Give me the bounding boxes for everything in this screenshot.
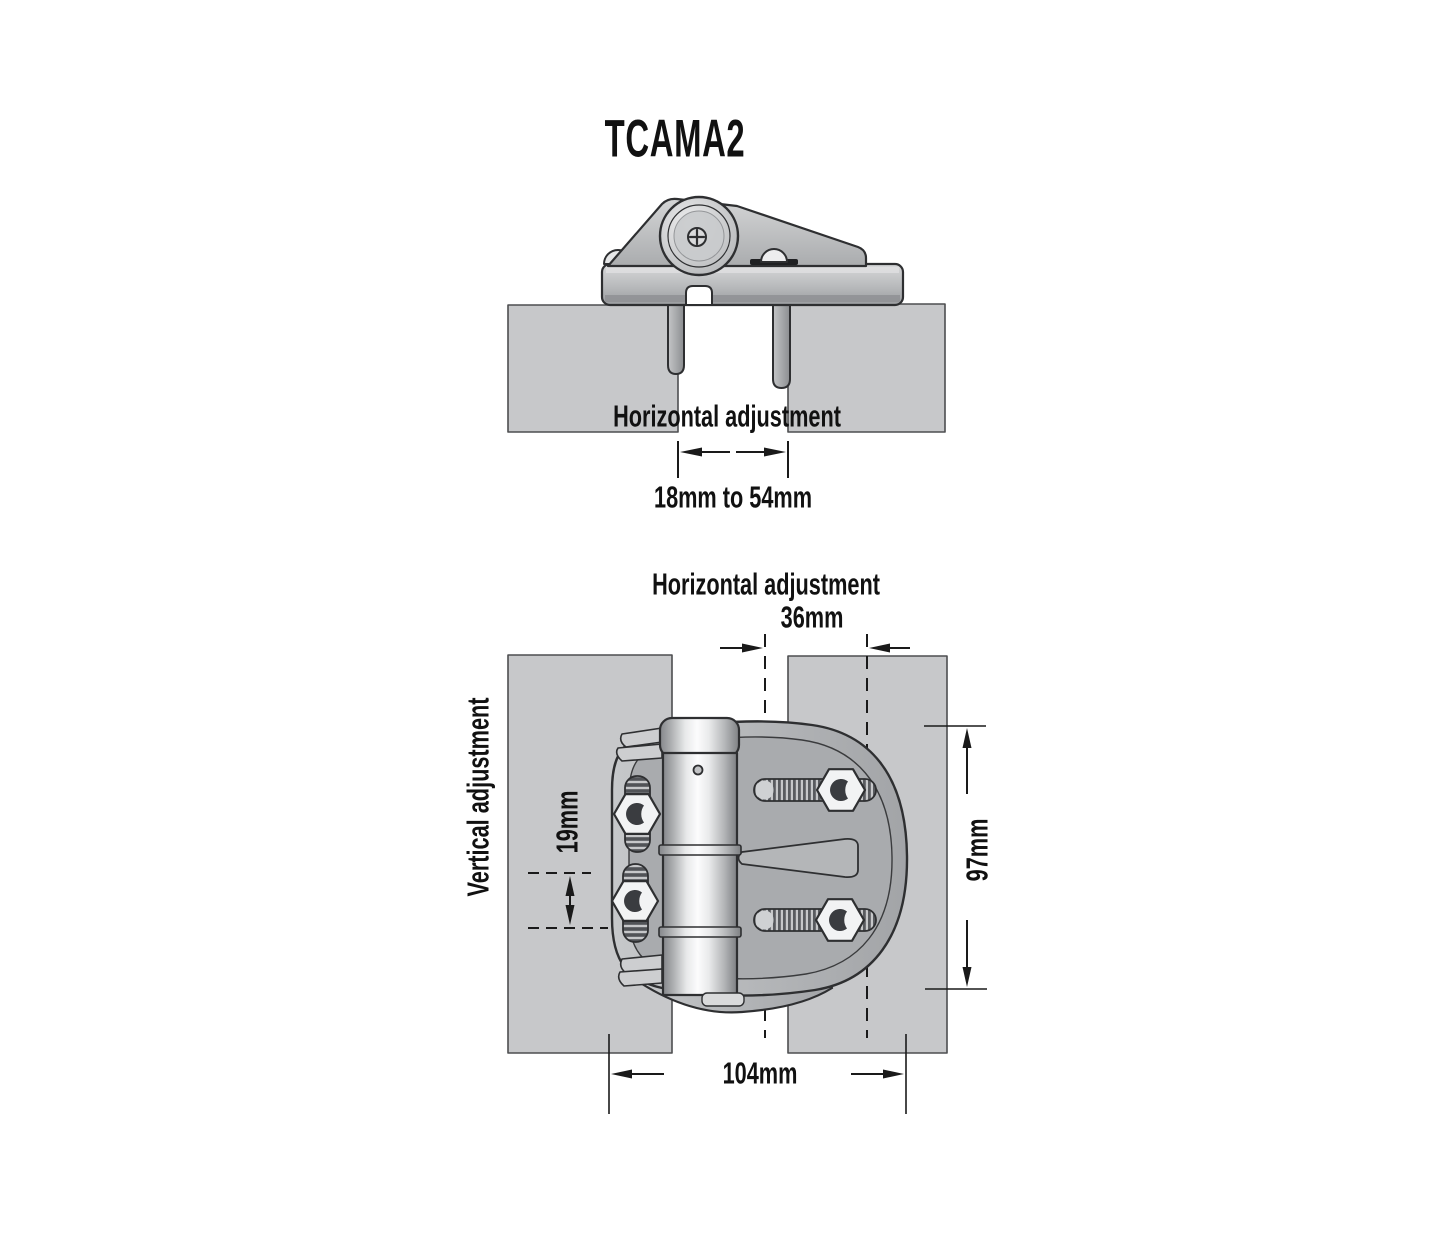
diagram-title: TCAMA2 — [604, 109, 746, 169]
arrowhead-up-icon — [565, 876, 575, 896]
barrel-top-cap — [658, 716, 741, 759]
top-adjustment-range-label: 18mm to 54mm — [653, 479, 813, 515]
arrowhead-left-icon — [680, 447, 702, 457]
top-view-right-post — [787, 303, 946, 433]
top-horizontal-adjustment-label: Horizontal adjustment — [613, 398, 841, 434]
arrowhead-up-icon — [962, 728, 972, 748]
upper-adjuster-rod — [753, 768, 877, 812]
wedge-slot — [737, 837, 859, 879]
bottom-tab — [701, 992, 745, 1007]
knuckle-details — [615, 727, 663, 987]
front-horizontal-value: 36mm — [780, 599, 844, 635]
plate-shadow-band — [605, 295, 900, 302]
front-horizontal-adjustment-label: Horizontal adjustment — [652, 566, 880, 602]
upper-vertical-bolt — [612, 775, 662, 853]
lower-adjuster-rod — [753, 898, 877, 942]
arrowhead-left-icon — [611, 1069, 632, 1079]
hinge-right-leg — [772, 295, 791, 389]
hinge-height-value: 97mm — [959, 818, 995, 882]
plate-highlight-band — [606, 267, 899, 273]
lower-vertical-bolt — [610, 863, 660, 943]
dimension-97mm — [924, 725, 987, 990]
arrowhead-down-icon — [565, 905, 575, 925]
arrowhead-down-icon — [962, 967, 972, 987]
barrel-pin-hole — [692, 764, 704, 776]
vertical-adjustment-value: 19mm — [549, 790, 585, 854]
phillips-screw-icon — [687, 227, 707, 247]
hinge-width-value: 104mm — [722, 1055, 798, 1091]
right-dome-bolt — [760, 248, 788, 263]
hinge-left-leg — [667, 295, 685, 375]
arrowhead-left-icon — [869, 643, 890, 653]
dimension-104mm — [608, 1034, 907, 1114]
top-view-dimension — [677, 441, 789, 478]
barrel-band — [658, 844, 742, 856]
arrowhead-right-icon — [742, 643, 763, 653]
plate-notch — [685, 285, 713, 306]
arrowhead-right-icon — [883, 1069, 904, 1079]
top-view-diagram — [507, 195, 946, 478]
front-view-diagram — [507, 634, 987, 1114]
top-view-left-post — [507, 304, 679, 433]
hinge-barrel — [661, 751, 739, 997]
vertical-adjustment-label: Vertical adjustment — [460, 697, 496, 897]
dimension-36mm — [720, 643, 910, 653]
barrel-band — [658, 926, 742, 938]
dimension-19mm — [528, 872, 608, 929]
pivot-ring — [667, 204, 731, 268]
arrowhead-right-icon — [764, 447, 786, 457]
